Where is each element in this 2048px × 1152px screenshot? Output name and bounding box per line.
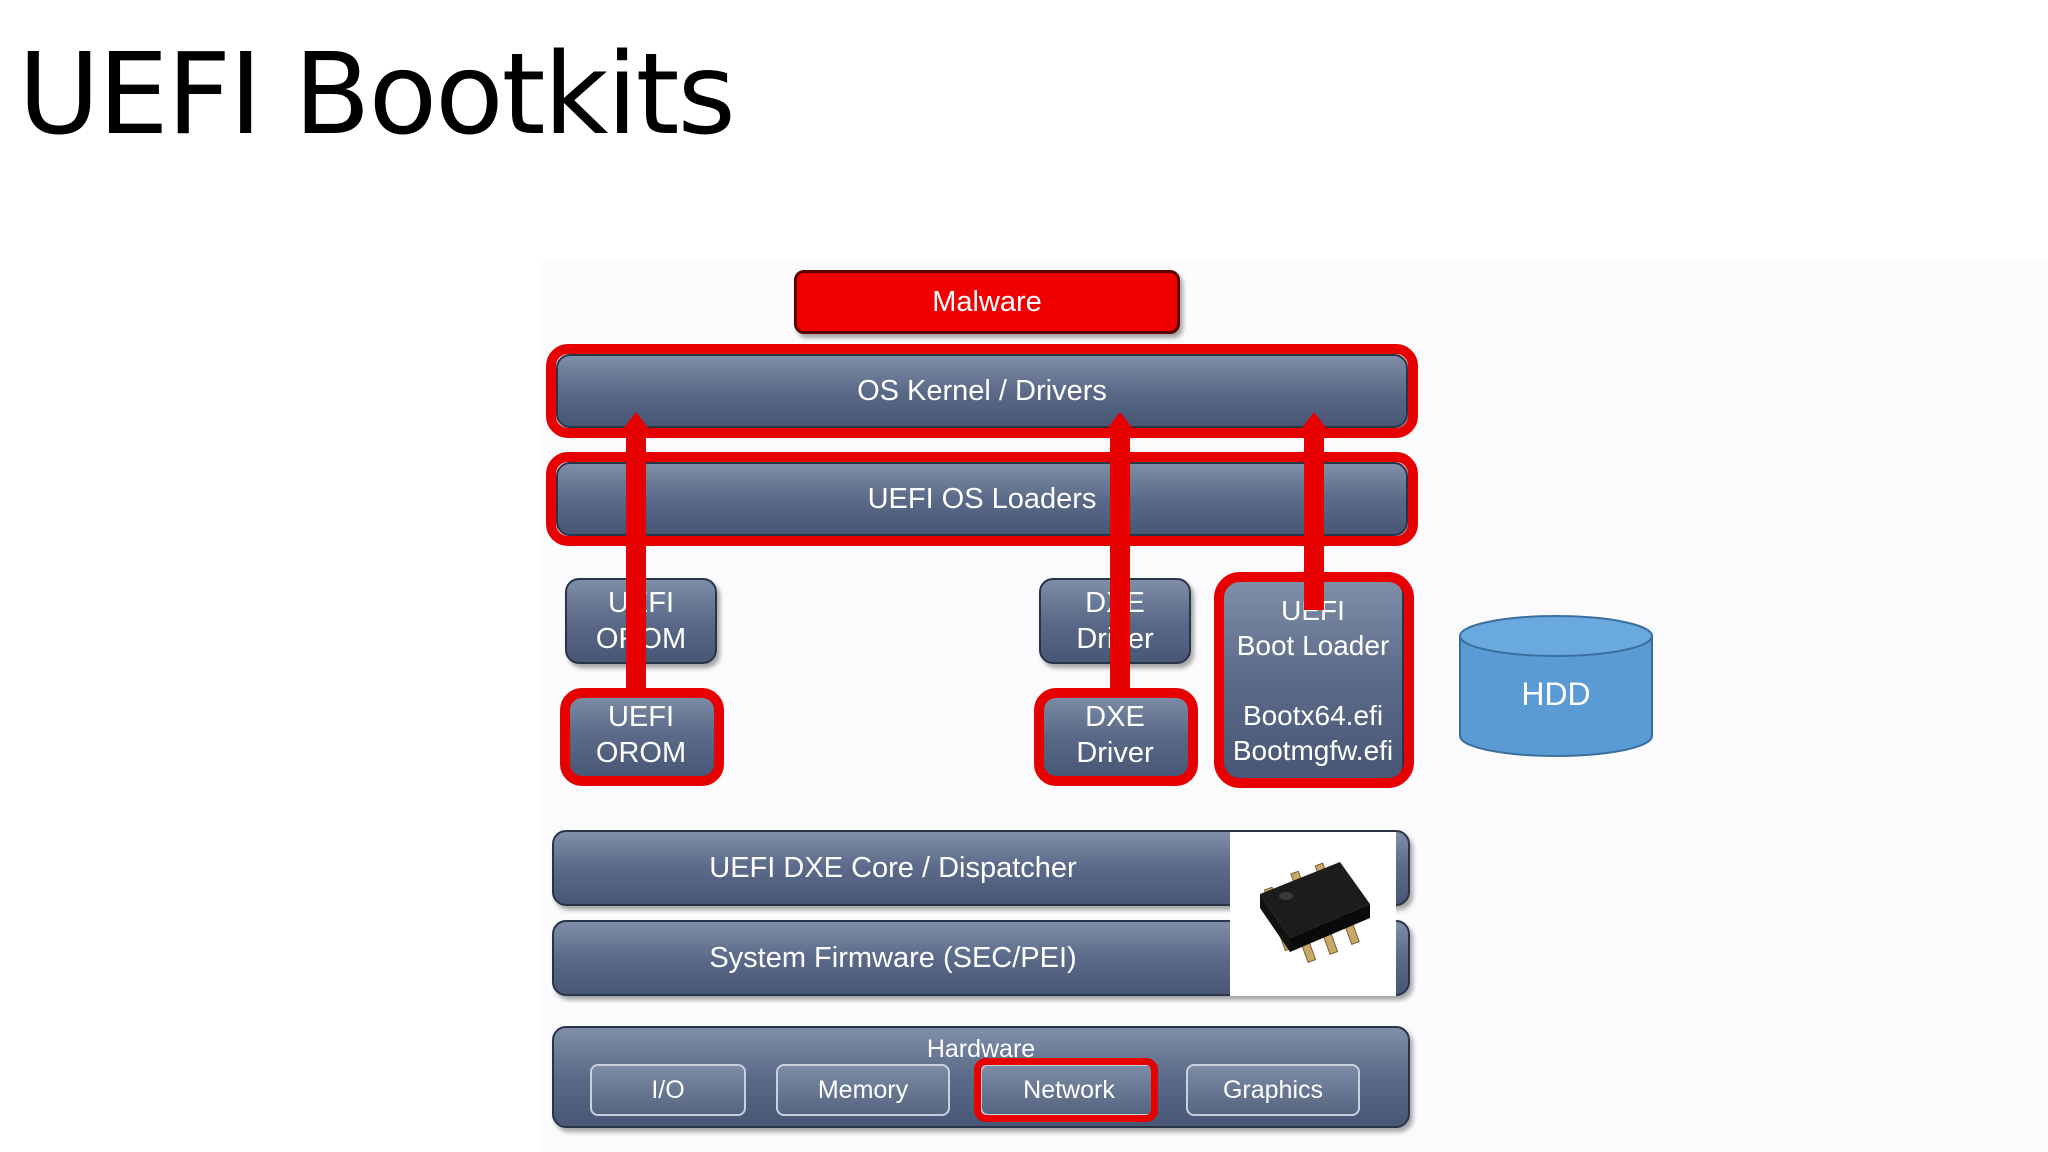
io-label: I/O [651, 1075, 685, 1104]
dxe-driver-bottom-label: DXE Driver [1076, 700, 1154, 769]
dxe-to-kernel-arrow-head [1103, 412, 1137, 434]
hdd-label: HDD [1521, 676, 1591, 712]
network-button: Network [980, 1064, 1158, 1116]
uefi-boot-loader-label: UEFI Boot Loader Bootx64.efi Bootmgfw.ef… [1232, 594, 1394, 766]
memory-label: Memory [817, 1075, 909, 1104]
uefi-os-loaders-label: UEFI OS Loaders [867, 482, 1097, 515]
os-kernel-drivers-label: OS Kernel / Drivers [857, 374, 1107, 407]
bootloader-to-kernel-arrow-head [1297, 412, 1331, 434]
system-firmware-label: System Firmware (SEC/PEI) [709, 941, 1077, 974]
ic-chip-icon [1260, 862, 1370, 963]
bootloader-to-kernel-arrow-shaft [1304, 432, 1324, 610]
network-label: Network [1023, 1075, 1115, 1104]
firmware-chip-image [1230, 832, 1396, 996]
uefi-orom-block-bottom: UEFI OROM [565, 692, 717, 778]
dxe-to-kernel-arrow-shaft [1110, 432, 1130, 692]
uefi-boot-loader-block: UEFI Boot Loader Bootx64.efi Bootmgfw.ef… [1222, 580, 1404, 780]
malware-box: Malware [794, 270, 1180, 334]
hdd-cylinder [1459, 615, 1653, 757]
orom-to-kernel-arrow-head [619, 412, 653, 434]
graphics-label: Graphics [1222, 1075, 1324, 1104]
hardware-label: Hardware [926, 1035, 1036, 1063]
uefi-os-loaders-block: UEFI OS Loaders [556, 462, 1408, 536]
slide-title: UEFI Bootkits [18, 30, 736, 160]
io-button: I/O [590, 1064, 746, 1116]
graphics-button: Graphics [1186, 1064, 1360, 1116]
orom-to-kernel-arrow-shaft [626, 432, 646, 692]
os-kernel-drivers-block: OS Kernel / Drivers [556, 354, 1408, 428]
memory-button: Memory [776, 1064, 950, 1116]
uefi-orom-bottom-label: UEFI OROM [595, 700, 687, 769]
dxe-driver-block-bottom: DXE Driver [1039, 692, 1191, 778]
uefi-dxe-core-label: UEFI DXE Core / Dispatcher [709, 851, 1077, 884]
